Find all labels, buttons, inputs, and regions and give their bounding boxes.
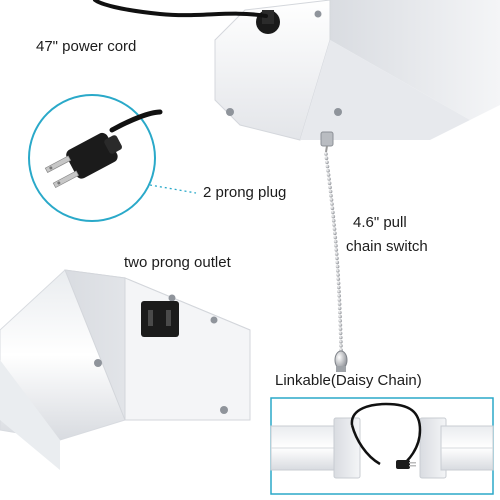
link-plug-icon bbox=[396, 460, 410, 469]
chain-bead bbox=[331, 214, 336, 219]
screw-hole bbox=[210, 316, 218, 324]
plug-callout bbox=[28, 94, 197, 222]
chain-bead bbox=[324, 156, 329, 160]
chain-bead bbox=[327, 181, 332, 185]
chain-bead bbox=[327, 177, 331, 181]
fixture-end-cap-top bbox=[214, 0, 500, 141]
pull-chain-beads bbox=[324, 152, 343, 352]
screw-hole bbox=[334, 108, 342, 116]
pull-chain-pendant bbox=[334, 350, 348, 372]
chain-bead bbox=[334, 248, 339, 252]
pull-chain-switch bbox=[320, 131, 334, 153]
daisy-chain-inset bbox=[270, 397, 494, 495]
chain-bead bbox=[332, 223, 336, 227]
plug-label: 2 prong plug bbox=[203, 184, 287, 201]
pull-chain-label-line1: 4.6" pull bbox=[353, 214, 407, 231]
chain-bead bbox=[331, 218, 336, 223]
chain-bead bbox=[335, 260, 340, 265]
screw-hole bbox=[226, 108, 234, 116]
two-prong-outlet-icon bbox=[141, 301, 179, 337]
chain-bead bbox=[339, 335, 343, 340]
chain-bead bbox=[336, 281, 341, 286]
outlet-label: two prong outlet bbox=[124, 254, 231, 271]
chain-bead bbox=[333, 231, 337, 235]
chain-bead bbox=[338, 314, 342, 319]
chain-bead bbox=[338, 327, 343, 331]
chain-bead bbox=[339, 339, 343, 344]
two-prong-plug-icon bbox=[44, 132, 123, 189]
chain-bead bbox=[333, 235, 338, 240]
chain-bead bbox=[332, 227, 337, 231]
power-cord-label: 47" power cord bbox=[36, 38, 137, 55]
chain-bead bbox=[339, 344, 343, 348]
screw-hole bbox=[168, 294, 176, 302]
chain-bead bbox=[337, 294, 342, 298]
chain-bead bbox=[337, 298, 342, 302]
screw-hole bbox=[314, 10, 322, 18]
chain-bead bbox=[335, 264, 340, 269]
chain-bead bbox=[337, 285, 341, 290]
chain-bead bbox=[338, 331, 343, 336]
chain-bead bbox=[325, 160, 329, 165]
chain-bead bbox=[334, 243, 338, 248]
chain-bead bbox=[338, 310, 342, 315]
chain-bead bbox=[333, 239, 338, 244]
chain-bead bbox=[325, 164, 330, 169]
chain-bead bbox=[334, 252, 339, 256]
linking-cord bbox=[350, 402, 422, 468]
chain-bead bbox=[338, 319, 343, 323]
fixture-end-cap-bottom bbox=[0, 269, 251, 470]
chain-bead bbox=[338, 323, 343, 327]
screw-hole bbox=[220, 406, 228, 414]
chain-bead bbox=[337, 306, 342, 311]
screw-hole bbox=[94, 359, 102, 367]
chain-bead bbox=[324, 152, 328, 156]
power-cord bbox=[93, 0, 268, 18]
chain-bead bbox=[337, 289, 341, 294]
chain-bead bbox=[337, 302, 342, 306]
chain-bead bbox=[330, 206, 335, 210]
chain-bead bbox=[336, 273, 340, 277]
chain-bead bbox=[330, 202, 334, 206]
pull-chain-label-line2: chain switch bbox=[346, 238, 428, 255]
chain-bead bbox=[326, 173, 331, 177]
daisy-chain-label: Linkable(Daisy Chain) bbox=[275, 372, 422, 389]
chain-bead bbox=[329, 198, 334, 202]
chain-bead bbox=[328, 189, 333, 194]
chain-bead bbox=[329, 193, 333, 198]
chain-bead bbox=[328, 185, 332, 190]
chain-bead bbox=[336, 277, 341, 281]
chain-bead bbox=[335, 256, 339, 261]
chain-bead bbox=[326, 168, 330, 173]
chain-bead bbox=[336, 269, 340, 273]
chain-bead bbox=[331, 210, 335, 215]
